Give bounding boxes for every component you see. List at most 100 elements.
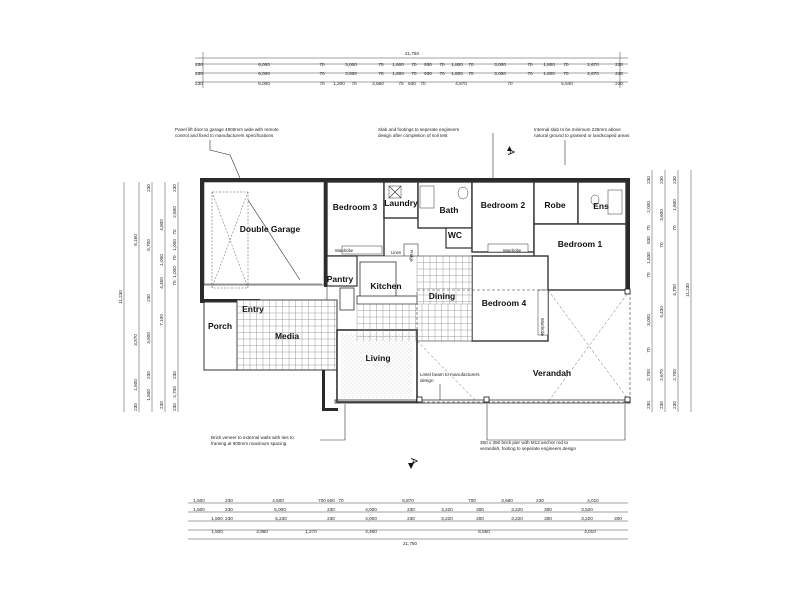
svg-text:1,500: 1,500 — [211, 529, 223, 534]
room-wc: WC — [448, 230, 462, 240]
svg-text:230: 230 — [146, 371, 151, 379]
room-living: Living — [365, 353, 390, 363]
svg-text:700: 700 — [468, 498, 476, 503]
svg-text:230: 230 — [195, 81, 203, 86]
svg-text:6,000: 6,000 — [258, 62, 270, 67]
top-dim-row2: 230 6,000 70 3,000 70 1,600 70 930 70 1,… — [195, 71, 623, 76]
linen-label: Linen — [391, 250, 402, 255]
right-dimensions: 230 2,000 70 830 1,830 70 3,000 70 2,700… — [646, 170, 692, 412]
svg-text:2,670: 2,670 — [587, 62, 599, 67]
svg-text:2,670: 2,670 — [587, 71, 599, 76]
note-slab-line1: Slab and footings to seperate engineers — [378, 127, 460, 132]
svg-text:70: 70 — [398, 81, 404, 86]
svg-text:230: 230 — [659, 401, 664, 409]
svg-text:5,700: 5,700 — [146, 239, 151, 251]
svg-text:11,230: 11,230 — [118, 290, 123, 304]
section-mark-bottom: A — [408, 458, 419, 469]
svg-text:70: 70 — [319, 81, 325, 86]
note-brick-veneer-line2: framing at 600mm maximum spacing — [211, 441, 287, 446]
svg-text:2,700: 2,700 — [172, 386, 177, 398]
svg-text:300: 300 — [544, 507, 552, 512]
svg-text:230: 230 — [407, 507, 415, 512]
svg-text:6,000: 6,000 — [258, 81, 270, 86]
svg-text:4,460: 4,460 — [365, 529, 377, 534]
tile-grid-kitchen — [356, 255, 472, 341]
svg-text:1,500: 1,500 — [211, 516, 223, 521]
room-bedroom-3: Bedroom 3 — [333, 202, 378, 212]
svg-text:1,000: 1,000 — [159, 254, 164, 266]
note-internal-slab-line1: Internal slab to be minimum 225mm above — [534, 127, 621, 132]
svg-text:70: 70 — [507, 81, 513, 86]
svg-text:70: 70 — [468, 71, 474, 76]
svg-text:230: 230 — [407, 516, 415, 521]
svg-text:230: 230 — [146, 184, 151, 192]
fixture-labels: Wardrobe Wardrobe Wardrobe Linen Fridge — [335, 248, 545, 337]
svg-text:70: 70 — [439, 62, 445, 67]
svg-text:230: 230 — [225, 498, 233, 503]
room-media: Media — [275, 331, 299, 341]
svg-text:3,000: 3,000 — [494, 71, 506, 76]
svg-text:70: 70 — [420, 81, 426, 86]
svg-text:2,700: 2,700 — [646, 369, 651, 381]
svg-text:230: 230 — [646, 401, 651, 409]
svg-text:3,520: 3,520 — [581, 507, 593, 512]
svg-text:3,600: 3,600 — [659, 209, 664, 221]
svg-text:70: 70 — [468, 62, 474, 67]
svg-text:230: 230 — [195, 71, 203, 76]
svg-text:70: 70 — [411, 62, 417, 67]
svg-text:230: 230 — [615, 71, 623, 76]
svg-text:3,220: 3,220 — [511, 507, 523, 512]
svg-text:3,220: 3,220 — [581, 516, 593, 521]
svg-text:1,800: 1,800 — [543, 71, 555, 76]
svg-text:70: 70 — [172, 255, 177, 261]
svg-text:300: 300 — [544, 516, 552, 521]
svg-text:1,500: 1,500 — [133, 379, 138, 391]
svg-text:6,000: 6,000 — [258, 71, 270, 76]
svg-text:1,600: 1,600 — [672, 199, 677, 211]
svg-text:1,800: 1,800 — [543, 62, 555, 67]
note-brick-pier-line1: 350 x 350 brick pier with M12 anchor rod… — [480, 440, 569, 445]
room-pantry: Pantry — [327, 274, 354, 284]
svg-text:230: 230 — [536, 498, 544, 503]
svg-text:230: 230 — [646, 176, 651, 184]
svg-text:230: 230 — [195, 62, 203, 67]
wardrobe-label-bed4: Wardrobe — [540, 318, 545, 337]
svg-text:4,870: 4,870 — [455, 81, 467, 86]
svg-text:230: 230 — [615, 62, 623, 67]
top-overall-dim: 21,750 — [405, 51, 419, 56]
svg-text:A: A — [409, 458, 419, 464]
svg-text:230: 230 — [327, 516, 335, 521]
svg-text:70: 70 — [672, 225, 677, 231]
svg-text:230: 230 — [172, 184, 177, 192]
svg-text:70: 70 — [646, 347, 651, 353]
room-ens: Ens — [593, 201, 609, 211]
svg-text:1,000: 1,000 — [172, 266, 177, 278]
svg-text:70: 70 — [378, 71, 384, 76]
note-lintel-line2: design — [420, 378, 434, 383]
svg-text:70: 70 — [659, 242, 664, 248]
svg-text:2,700: 2,700 — [672, 369, 677, 381]
note-lintel-line1: Lintel beam to manufacturers — [420, 372, 480, 377]
svg-text:4,700: 4,700 — [672, 284, 677, 296]
garage-area — [203, 181, 325, 286]
room-bedroom-2: Bedroom 2 — [481, 200, 526, 210]
svg-text:70: 70 — [563, 62, 569, 67]
svg-text:1,600: 1,600 — [392, 62, 404, 67]
svg-text:830: 830 — [646, 236, 651, 244]
note-slab-line2: design after completion of soil test — [378, 133, 448, 138]
notes-bottom: Lintel beam to manufacturers design Bric… — [211, 372, 626, 451]
svg-text:70: 70 — [172, 229, 177, 235]
svg-text:70: 70 — [527, 71, 533, 76]
svg-text:11,230: 11,230 — [685, 283, 690, 297]
svg-text:4,010: 4,010 — [587, 498, 599, 503]
note-garage-door-line1: Panel lift door to garage 4800mm wide wi… — [175, 127, 279, 132]
room-robe: Robe — [544, 200, 566, 210]
svg-text:70: 70 — [563, 71, 569, 76]
room-dining: Dining — [429, 291, 455, 301]
svg-text:300: 300 — [476, 516, 484, 521]
svg-text:3,220: 3,220 — [441, 507, 453, 512]
svg-text:1,500: 1,500 — [193, 498, 205, 503]
svg-text:3,000: 3,000 — [646, 314, 651, 326]
room-bedroom-4: Bedroom 4 — [482, 298, 527, 308]
